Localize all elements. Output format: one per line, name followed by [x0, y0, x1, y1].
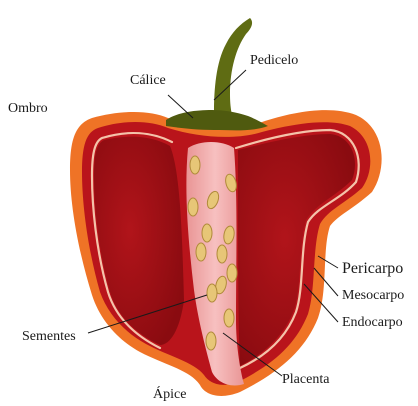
seed: [196, 243, 206, 261]
label-placenta: Placenta: [282, 373, 329, 387]
label-pericarpo: Pericarpo: [342, 261, 403, 277]
seed: [224, 309, 234, 327]
seed: [207, 284, 217, 302]
seed: [188, 198, 198, 216]
label-mesocarpo: Mesocarpo: [342, 289, 404, 303]
label-ombro: Ombro: [8, 102, 48, 116]
label-calice: Cálice: [130, 74, 166, 88]
calyx-shape: [166, 110, 268, 130]
seed: [217, 245, 227, 263]
seed: [227, 264, 237, 282]
label-endocarpo: Endocarpo: [342, 316, 403, 330]
seed: [202, 224, 212, 242]
seed: [206, 332, 216, 350]
seed: [190, 156, 200, 174]
label-apice: Ápice: [153, 388, 186, 402]
stem-shape: [214, 18, 252, 122]
label-sementes: Sementes: [22, 330, 76, 344]
label-pedicelo: Pedicelo: [250, 54, 298, 68]
